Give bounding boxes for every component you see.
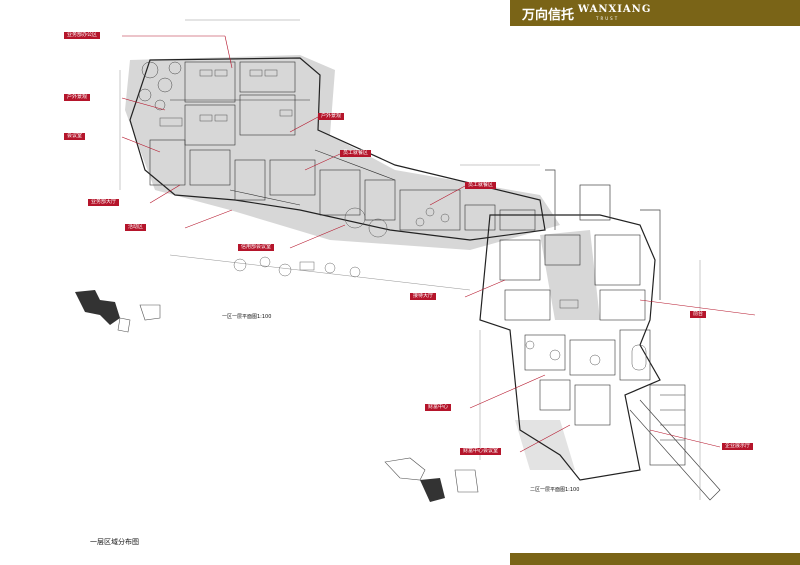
brand-subtitle: TRUST [596,16,620,21]
page-caption: 一层区域分布图 [90,538,139,546]
key-plan-2-dark [420,478,445,502]
zone1-furniture [159,69,450,238]
outdoor-furniture [233,256,361,278]
label-finance-meeting: 财富中心会议室 [460,448,502,455]
label-business-office: 业务部办公区 [64,32,101,39]
key-plan-2-outline [384,457,426,481]
brand-title-en: WANXIANG [578,4,652,15]
exterior-structures [545,169,721,501]
zone1-dimensions [119,19,471,291]
label-front-office: 前台 [690,311,707,318]
label-meeting-room: 会议室 [64,133,86,140]
brand-bar [510,0,800,26]
label-staff-dining-1: 员工就餐区 [340,150,372,157]
label-outdoor-landscape-west: 户外景观 [64,94,91,101]
landscape-trees [138,61,182,111]
label-exhibition: 企业展示厅 [722,443,754,450]
zone1-walls [149,61,536,231]
label-staff-dining-2: 员工就餐区 [465,182,497,189]
scale-note-zone2: 二区一层平面图1:100 [530,487,580,493]
zone1-outline [129,57,546,241]
brand-footer-bar [510,553,800,565]
key-plan-1-outline [117,317,131,333]
scale-note-zone1: 一区一层平面图1:100 [222,314,272,320]
label-reception-lobby: 接待大厅 [410,293,437,300]
terrain-courtyard [540,230,600,320]
label-leaders [121,35,756,453]
zone2-outline [479,214,661,481]
key-plan-1-dark [75,290,120,325]
label-outdoor-landscape-central: 户外景观 [318,113,345,120]
zone2-walls [499,234,686,466]
label-multi-meeting: 信用部会议室 [238,244,275,251]
label-business-lobby: 业务部大厅 [88,199,120,206]
key-plan-2-box [454,469,479,493]
key-plan-1-box [139,304,161,321]
label-activity-zone: 活动区 [125,224,147,231]
zone2-dimensions [460,164,701,500]
zone2-furniture [525,299,647,371]
label-finance-center: 财富中心 [425,404,452,411]
brand-title-cn: 万向信托 [522,8,575,23]
